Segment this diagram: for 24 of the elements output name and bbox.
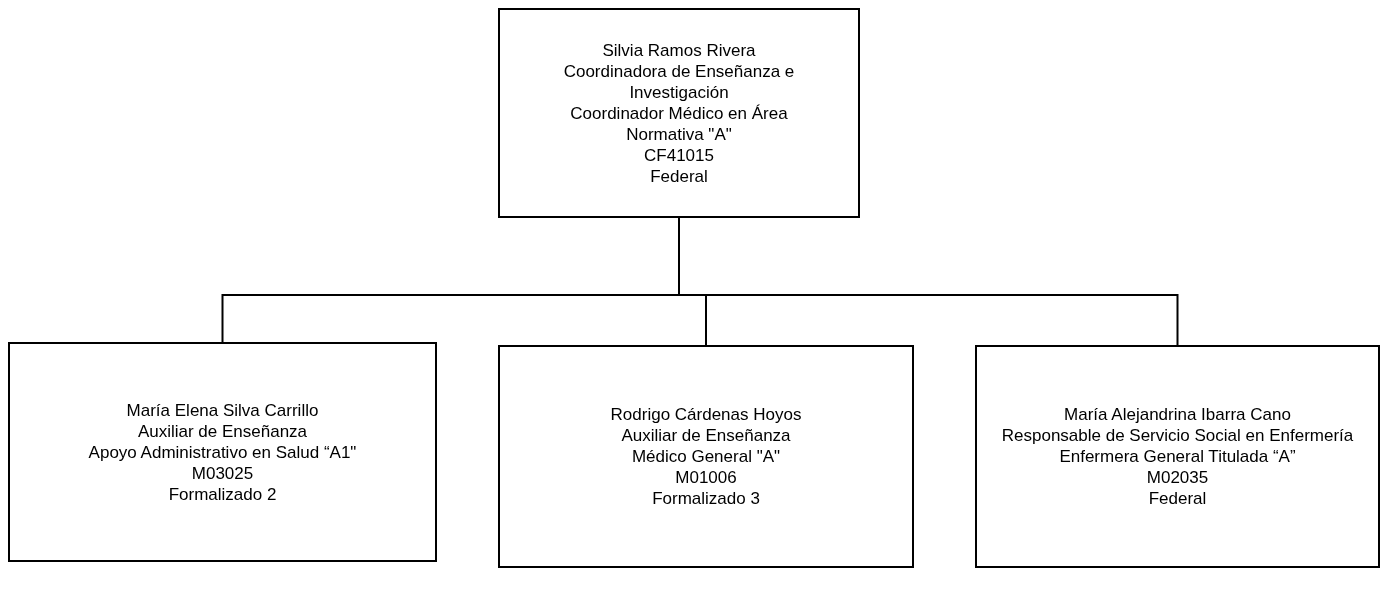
org-box [498, 345, 914, 568]
role-text: Coordinadora de Enseñanza e Investigación [562, 60, 796, 103]
role-text: Federal [650, 165, 708, 187]
role-text: Médico General "A" [631, 446, 781, 467]
org-box [498, 8, 860, 218]
person-name: Silvia Ramos Rivera [602, 39, 756, 61]
role-text: Responsable de Servicio Social en Enfermería [1001, 425, 1354, 446]
role-text: Enfermera General Titulada “A” [1059, 446, 1296, 467]
role-text: M02035 [1146, 467, 1209, 488]
role-text: Apoyo Administrativo en Salud “A1" [88, 441, 357, 463]
role-text: Auxiliar de Enseñanza [621, 425, 791, 446]
role-text: Coordinador Médico en Área Normativa "A" [569, 102, 789, 145]
person-name: María Elena Silva Carrillo [126, 399, 319, 421]
person-name: María Alejandrina Ibarra Cano [1064, 404, 1291, 425]
role-text: M03025 [191, 462, 254, 484]
role-text: CF41015 [644, 144, 714, 166]
person-name: Rodrigo Cárdenas Hoyos [610, 404, 802, 425]
role-text: M01006 [675, 467, 737, 488]
role-text: Auxiliar de Enseñanza [137, 420, 308, 442]
role-text: Formalizado 3 [652, 488, 760, 509]
role-text: Federal [1148, 488, 1207, 509]
org-box [8, 342, 437, 562]
org-box [975, 345, 1380, 568]
role-text: Formalizado 2 [168, 483, 277, 505]
